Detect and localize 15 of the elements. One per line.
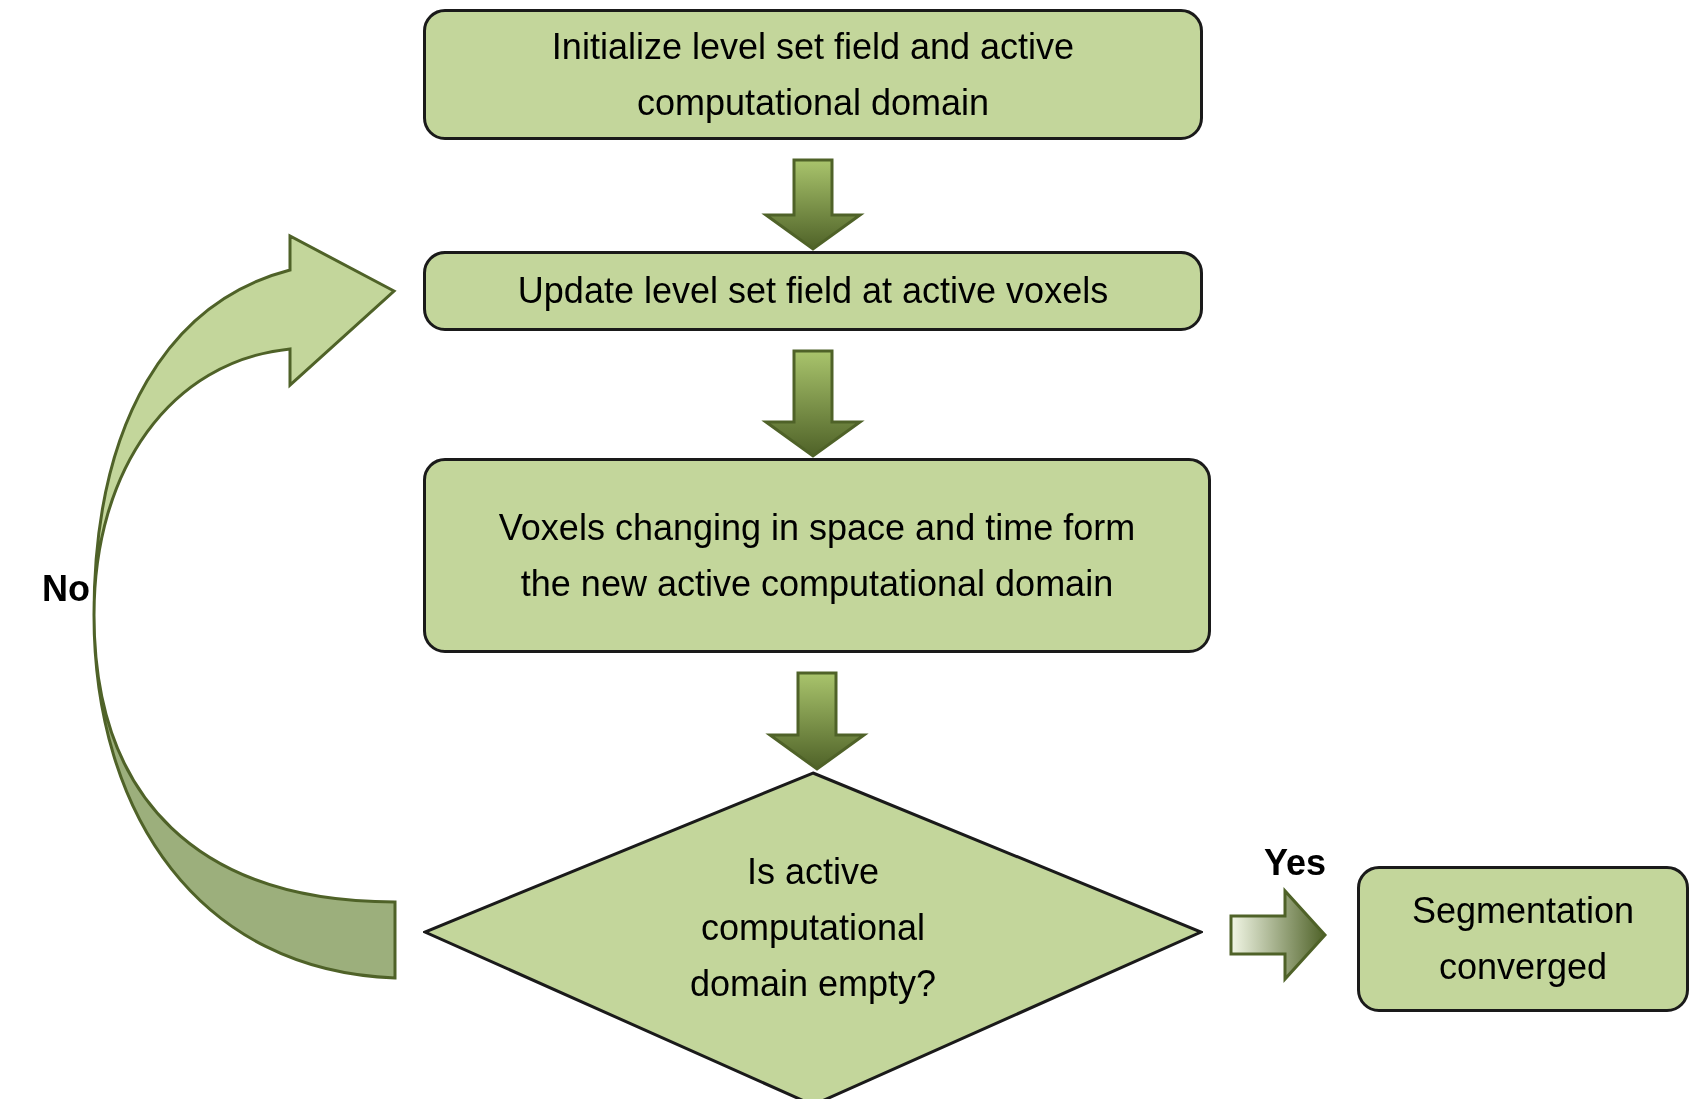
block-arrow — [1229, 887, 1328, 983]
block-arrow — [765, 671, 869, 771]
node-text: Voxels changing in space and time form the new active computational domain — [497, 505, 1137, 606]
decision-diamond — [423, 771, 1203, 1099]
node-text: Initialize level set field and active computational domain — [550, 24, 1076, 125]
block-arrow — [761, 349, 865, 458]
node-text: Segmentation converged — [1410, 889, 1636, 989]
node-text: Update level set field at active voxels — [517, 269, 1109, 313]
curved-arrow — [92, 234, 397, 980]
process-box — [423, 9, 1203, 140]
node-text: Is active computational domain empty? — [688, 850, 938, 1006]
process-box — [1357, 866, 1689, 1012]
process-box — [423, 458, 1211, 653]
process-box — [423, 251, 1203, 331]
block-arrow — [761, 158, 865, 251]
